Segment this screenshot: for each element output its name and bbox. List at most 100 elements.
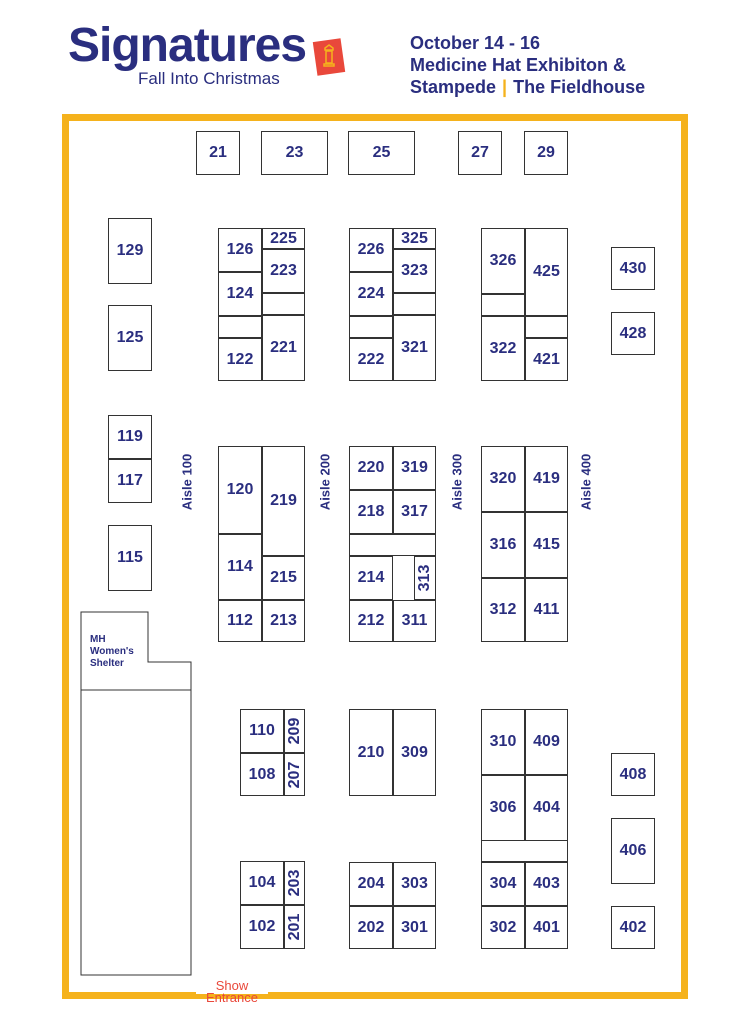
booth-117[interactable] [108,459,152,503]
booth-110[interactable] [240,709,284,753]
booth-203[interactable] [284,861,305,905]
booth-221[interactable] [262,315,305,381]
booth-309[interactable] [393,709,436,796]
booth-304[interactable] [481,862,525,906]
booth-label: 319 [401,459,428,476]
booth-403[interactable] [525,862,568,906]
booth-label: 201 [285,913,303,941]
booth-326[interactable] [481,228,525,294]
booth-114[interactable] [218,534,262,600]
booth-spacer [393,293,436,315]
booth-104[interactable] [240,861,284,905]
booth-29[interactable] [524,131,568,175]
booth-label: 403 [533,875,560,892]
booth-spacer [349,534,436,556]
booth-label: 321 [401,339,428,356]
booth-label: 210 [357,743,385,761]
booth-112[interactable] [218,600,262,642]
booth-125[interactable] [108,305,152,371]
booth-310[interactable] [481,709,525,775]
booth-label: 119 [117,428,143,445]
show-entrance[interactable]: Show Entrance [196,979,268,1005]
booth-129[interactable] [108,218,152,284]
booth-425[interactable] [525,228,568,316]
booth-label: 320 [489,470,517,487]
booth-222[interactable] [349,338,393,381]
booth-label: 126 [226,241,254,258]
booth-325[interactable] [393,228,436,249]
booth-102[interactable] [240,905,284,949]
booth-317[interactable] [393,490,436,534]
booth-322[interactable] [481,316,525,381]
booth-313[interactable] [414,556,436,600]
booth-label: 222 [357,350,385,368]
booth-224[interactable] [349,272,393,316]
event-dates: October 14 - 16 [410,33,541,53]
booth-25[interactable] [348,131,415,175]
booth-27[interactable] [458,131,502,175]
aisle-label: Aisle 200 [317,453,333,511]
booth-120[interactable] [218,446,262,534]
booth-label: 316 [489,536,517,553]
booth-219[interactable] [262,446,305,556]
booth-404[interactable] [525,775,568,841]
entrance-gap [196,980,268,994]
booth-321[interactable] [393,315,436,381]
venue-fieldhouse: The Fieldhouse [513,77,646,97]
booth-419[interactable] [525,446,568,512]
booth-label: 323 [401,262,428,279]
booth-215[interactable] [262,556,305,600]
booth-301[interactable] [393,906,436,949]
booth-323[interactable] [393,249,436,293]
booth-23[interactable] [261,131,328,175]
booth-202[interactable] [349,906,393,949]
booth-421[interactable] [525,338,568,381]
booth-209[interactable] [284,709,305,753]
booth-spacer [218,316,262,338]
entrance-label-line2: Entrance [205,990,259,1005]
booth-316[interactable] [481,512,525,578]
booth-411[interactable] [525,578,568,642]
booth-21[interactable] [196,131,240,175]
booth-402[interactable] [611,906,655,949]
lantern-icon [312,38,346,76]
booth-label: 207 [285,761,303,788]
booth-319[interactable] [393,446,436,490]
booth-415[interactable] [525,512,568,578]
booth-201[interactable] [284,905,305,949]
booth-406[interactable] [611,818,655,884]
booth-label: 226 [357,241,385,258]
booth-218[interactable] [349,490,393,534]
booth-122[interactable] [218,338,262,381]
booth-306[interactable] [481,775,525,841]
booth-204[interactable] [349,862,393,906]
booth-label: 212 [357,612,385,629]
booth-115[interactable] [108,525,152,591]
booth-108[interactable] [240,753,284,796]
booth-430[interactable] [611,247,655,290]
booth-213[interactable] [262,600,305,642]
booth-223[interactable] [262,249,305,293]
booth-409[interactable] [525,709,568,775]
booth-label: 213 [270,612,297,629]
booth-119[interactable] [108,415,152,459]
booth-303[interactable] [393,862,436,906]
booth-312[interactable] [481,578,525,642]
booth-226[interactable] [349,228,393,272]
booth-214[interactable] [349,556,393,600]
booth-label: 301 [401,918,428,936]
booth-320[interactable] [481,446,525,512]
booth-428[interactable] [611,312,655,355]
booth-220[interactable] [349,446,393,490]
booth-124[interactable] [218,272,262,316]
booth-207[interactable] [284,753,305,796]
booth-311[interactable] [393,600,436,642]
booth-label: 225 [270,229,297,247]
booth-225[interactable] [262,228,305,249]
booth-302[interactable] [481,906,525,949]
booth-408[interactable] [611,753,655,796]
booth-210[interactable] [349,709,393,796]
booth-126[interactable] [218,228,262,272]
booth-401[interactable] [525,906,568,949]
booth-212[interactable] [349,600,393,642]
